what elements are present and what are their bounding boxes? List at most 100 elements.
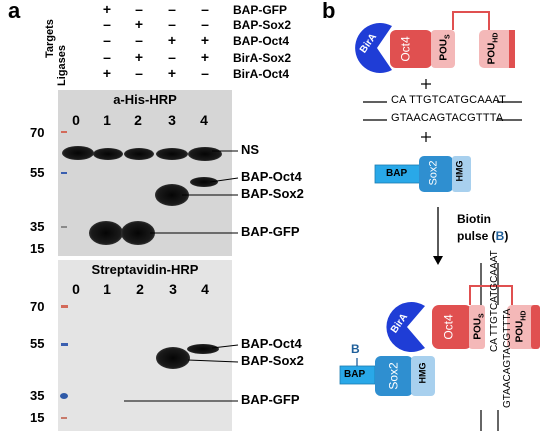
- blot2-marker-55: 55: [30, 336, 44, 351]
- oct4-label-bottom: Oct4: [441, 314, 456, 340]
- blot1-lane-3: 3: [168, 112, 176, 128]
- condition-mark: +: [134, 49, 144, 65]
- oct4-linker-bottom: [469, 285, 513, 305]
- blot1-lane-1: 1: [103, 112, 111, 128]
- blot1-band-ns-3: [156, 148, 188, 160]
- blot1-label-ns: NS: [241, 142, 260, 157]
- blot1-marker-55: 55: [30, 165, 44, 180]
- blot1-band-oct4: [190, 177, 218, 187]
- hmg-mid: [452, 156, 471, 192]
- condition-mark: –: [103, 32, 111, 48]
- condition-grid: BAP-GFP+–––BAP-Sox2–+––BAP-Oct4––++BirA-…: [0, 0, 310, 90]
- blot2-label-gfp: BAP-GFP: [241, 392, 300, 407]
- condition-mark: +: [102, 65, 112, 81]
- pou-hd-bottom: [507, 305, 537, 349]
- condition-mark: +: [167, 32, 177, 48]
- oct4-body-top: [390, 30, 432, 68]
- blot1-band-ns-1: [93, 148, 123, 160]
- blot2-ladder-35: [60, 393, 68, 399]
- panel-b-label: b: [322, 0, 336, 23]
- blot2-line-sox2: [187, 359, 239, 363]
- blot2-lane-1: 1: [103, 281, 111, 297]
- bap-label-bottom: BAP: [344, 369, 366, 380]
- condition-mark: –: [103, 16, 111, 32]
- blot1-band-gfp-1: [89, 221, 123, 245]
- blot1-line-oct4: [209, 177, 239, 183]
- pou-hd-label-top: POUHD: [486, 32, 500, 65]
- blot2-lane-4: 4: [201, 281, 209, 297]
- blot-strep-title: Streptavidin-HRP: [91, 262, 199, 277]
- blot2-ladder-55: [61, 343, 68, 346]
- hmg-label-bottom: HMG: [417, 362, 428, 384]
- oct4-body-bottom: [432, 305, 472, 349]
- pou-s-top: [431, 30, 455, 68]
- blot1-marker-70: 70: [30, 125, 44, 140]
- hmg-bottom: [411, 356, 435, 396]
- condition-row-label: BAP-GFP: [233, 3, 287, 17]
- blot1-label-sox2: BAP-Sox2: [241, 186, 304, 201]
- pou-s-label-bottom: POUS: [472, 313, 486, 340]
- blot2-label-sox2: BAP-Sox2: [241, 353, 304, 368]
- condition-mark: –: [135, 65, 143, 81]
- blot2-lane-3: 3: [169, 281, 177, 297]
- blot2-marker-35: 35: [30, 388, 44, 403]
- condition-row-label: BirA-Sox2: [233, 51, 292, 65]
- condition-mark: –: [135, 32, 143, 48]
- blot1-band-ns-0: [62, 146, 94, 160]
- blot2-ladder-15: [61, 417, 67, 419]
- condition-mark: –: [168, 16, 176, 32]
- dna-top-strand: CA TTGTCATGCAAAT: [391, 94, 507, 106]
- condition-mark: –: [201, 16, 209, 32]
- blot1-ladder-35: [61, 226, 67, 228]
- blot1-marker-35: 35: [30, 219, 44, 234]
- dna-bottom-strand: GTAACAGTACGTTTA: [391, 112, 504, 124]
- blot1-marker-15: 15: [30, 241, 44, 256]
- blot2-lane-0: 0: [72, 281, 80, 297]
- pulse-label-line1: Biotin: [457, 212, 491, 226]
- pou-hd-label-bottom: POUHD: [514, 310, 528, 343]
- condition-row-label: BirA-Oct4: [233, 67, 290, 81]
- pou-s-label-top: POUS: [438, 34, 452, 61]
- pou-s-bottom: [469, 305, 485, 349]
- blot2-band-sox2: [156, 347, 190, 369]
- blot1-band-sox2: [155, 184, 189, 206]
- oct4-linker-top: [452, 11, 490, 30]
- condition-mark: +: [200, 49, 210, 65]
- bap-label-mid: BAP: [386, 168, 408, 179]
- condition-row-label: BAP-Oct4: [233, 34, 290, 48]
- blot1-label-oct4: BAP-Oct4: [241, 169, 302, 184]
- pou-hd-top: [479, 30, 515, 68]
- condition-mark: –: [201, 65, 209, 81]
- blot1-lane-0: 0: [72, 112, 80, 128]
- condition-mark: +: [167, 65, 177, 81]
- blot2-line-oct4: [211, 344, 239, 349]
- blot2-marker-15: 15: [30, 410, 44, 425]
- biotin-label: B: [351, 342, 360, 356]
- condition-mark: +: [134, 16, 144, 32]
- blot1-band-ns-2: [124, 148, 154, 160]
- sox2-label-bottom: Sox2: [386, 362, 401, 390]
- bira-shape-top: [355, 22, 392, 73]
- dna-bottom-strand-bound: GTAACAGTACGTTTA: [502, 308, 513, 408]
- sox2-label-mid: Sox2: [427, 160, 440, 186]
- condition-row-label: BAP-Sox2: [233, 18, 292, 32]
- blot1-ladder-70: [61, 131, 67, 133]
- condition-mark: –: [168, 1, 176, 17]
- sox2-body-mid: [419, 156, 453, 192]
- blot1-lane-2: 2: [134, 112, 142, 128]
- condition-mark: –: [168, 49, 176, 65]
- blot2-ladder-70: [61, 305, 68, 308]
- bira-shape-bottom: [386, 302, 425, 352]
- pou-hd-bottom-edge: [531, 305, 540, 349]
- blot2-label-oct4: BAP-Oct4: [241, 336, 302, 351]
- oct4-label-top: Oct4: [398, 36, 413, 62]
- blot1-label-gfp: BAP-GFP: [241, 224, 300, 239]
- sox2-body-bottom: [375, 356, 413, 396]
- condition-mark: +: [200, 32, 210, 48]
- blot1-lane-4: 4: [200, 112, 208, 128]
- blot-his-title: a-His-HRP: [113, 92, 177, 107]
- condition-mark: –: [103, 49, 111, 65]
- blot2-lane-2: 2: [136, 281, 144, 297]
